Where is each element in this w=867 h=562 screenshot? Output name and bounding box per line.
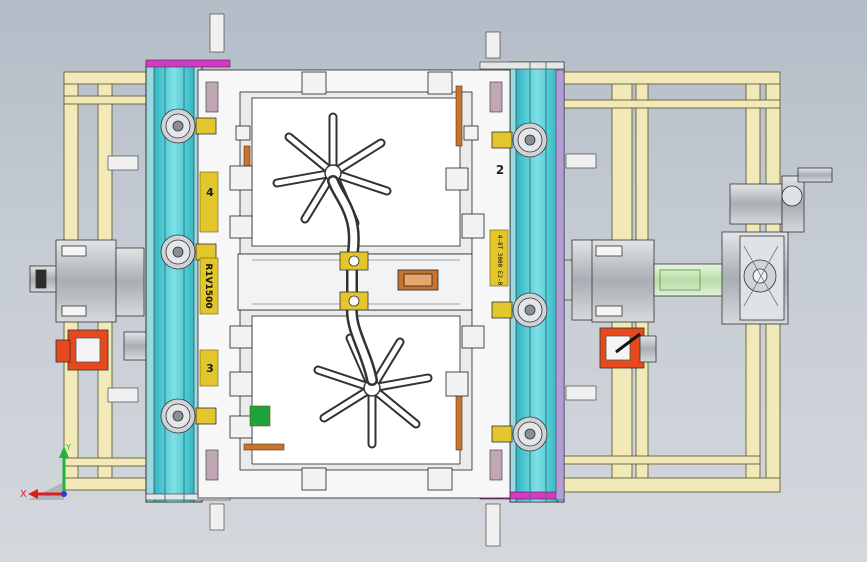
z-axis-icon [61, 491, 67, 497]
ejector-posts [107, 13, 597, 547]
clamp-blocks [229, 71, 485, 491]
wheel-icon [160, 108, 548, 452]
left-plate-text: R1V1500 [203, 263, 213, 308]
sprue-bushings [339, 251, 369, 311]
hand-crank-icon[interactable] [781, 167, 833, 233]
right-number: 2 [496, 163, 504, 177]
axis-triad: X Y [20, 443, 71, 500]
right-drive-assembly [571, 239, 725, 369]
gearbox-icon[interactable] [721, 183, 789, 325]
left-drive-assembly [29, 239, 149, 371]
right-plate-text: 4-8T 3000 E2-0 [496, 235, 503, 286]
left-number-top: 4 [206, 186, 214, 199]
guide-brackets [243, 85, 463, 451]
y-axis-label: Y [65, 443, 71, 452]
yellow-plates [199, 171, 509, 427]
left-number-bottom: 3 [206, 362, 214, 375]
x-axis-label: X [20, 489, 27, 500]
